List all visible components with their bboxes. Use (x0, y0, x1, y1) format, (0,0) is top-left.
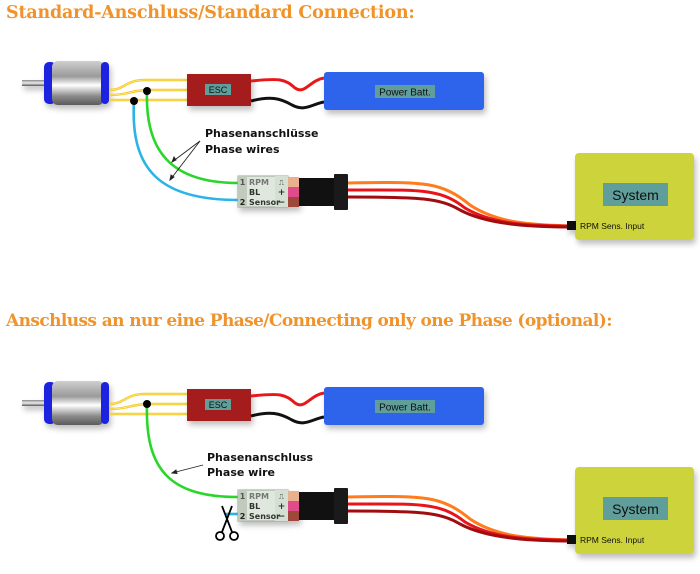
battery-positive-lead (250, 391, 325, 407)
rpm-bl-sensor: 1 2 RPM BL Sensor ⎍ + − (237, 489, 299, 522)
battery-positive-lead (250, 76, 325, 92)
callout-de: Phasenanschluss (207, 451, 313, 464)
plus-pin-label: + (278, 502, 286, 512)
system-receiver: System RPM Sens. Input (567, 467, 694, 554)
blue-sensor-wire (132, 100, 239, 202)
motor-body (52, 381, 104, 425)
minus-pin-label: − (278, 198, 286, 208)
esc: ESC (187, 74, 251, 106)
servo-cable (347, 495, 573, 543)
scissors-icon (215, 505, 239, 541)
plus-pin-label: + (278, 188, 286, 198)
section-1-heading: Standard-Anschluss/Standard Connection: (6, 3, 415, 23)
minus-pin-label: − (278, 512, 286, 522)
callout-arrows (169, 140, 201, 182)
motor-body (52, 61, 104, 105)
system-receiver: System RPM Sens. Input (567, 153, 694, 240)
signal-pin-icon: ⎍ (279, 493, 284, 501)
solder-junction (143, 400, 151, 408)
callout-en: Phase wires (205, 143, 280, 156)
motor-shaft (22, 80, 54, 86)
battery-label: Power Batt. (379, 88, 431, 99)
section-2-diagram: ESC Power Batt. Phasenanschluss Phase wi… (22, 381, 694, 554)
callout-en: Phase wire (207, 466, 275, 479)
esc: ESC (187, 389, 251, 421)
system-label: System (612, 501, 659, 517)
solder-junction (130, 97, 138, 105)
signal-pin-icon: ⎍ (279, 179, 284, 187)
motor (22, 381, 109, 425)
system-label: System (612, 187, 659, 203)
section-1-diagram: ESC Power Batt. Phasenanschlüsse Phase w… (22, 61, 694, 240)
battery-negative-lead (250, 411, 325, 425)
pin-1-label: 1 (240, 178, 246, 187)
sensor-line-2: BL (249, 188, 260, 197)
solder-junction (143, 87, 151, 95)
callout-arrow (170, 464, 204, 475)
motor (22, 61, 109, 105)
servo-connector (299, 174, 348, 210)
pin-2-label: 2 (240, 198, 246, 207)
servo-cable (347, 181, 573, 229)
servo-connector (299, 488, 348, 524)
rpm-input-label: RPM Sens. Input (580, 221, 645, 231)
battery-negative-lead (250, 96, 325, 110)
motor-rear-cap (101, 62, 109, 104)
sensor-line-3: Sensor (249, 198, 280, 207)
green-sensor-wire (145, 90, 239, 185)
rpm-bl-sensor: 1 2 RPM BL Sensor ⎍ + − (237, 175, 299, 208)
sensor-line-2: BL (249, 502, 260, 511)
motor-rear-cap (101, 382, 109, 424)
motor-shaft (22, 400, 54, 406)
rpm-input-port (567, 221, 576, 230)
esc-label: ESC (209, 400, 228, 410)
pin-1-label: 1 (240, 492, 246, 501)
sensor-line-1: RPM (249, 492, 269, 501)
section-2-heading: Anschluss an nur eine Phase/Connecting o… (6, 311, 612, 331)
callout-de: Phasenanschlüsse (205, 127, 318, 140)
rpm-input-label: RPM Sens. Input (580, 535, 645, 545)
rpm-input-port (567, 535, 576, 544)
pin-2-label: 2 (240, 512, 246, 521)
battery-label: Power Batt. (379, 403, 431, 414)
sensor-line-3: Sensor (249, 512, 280, 521)
power-battery: Power Batt. (324, 387, 484, 425)
esc-label: ESC (209, 85, 228, 95)
green-sensor-wire (145, 403, 239, 499)
power-battery: Power Batt. (324, 72, 484, 110)
sensor-line-1: RPM (249, 178, 269, 187)
